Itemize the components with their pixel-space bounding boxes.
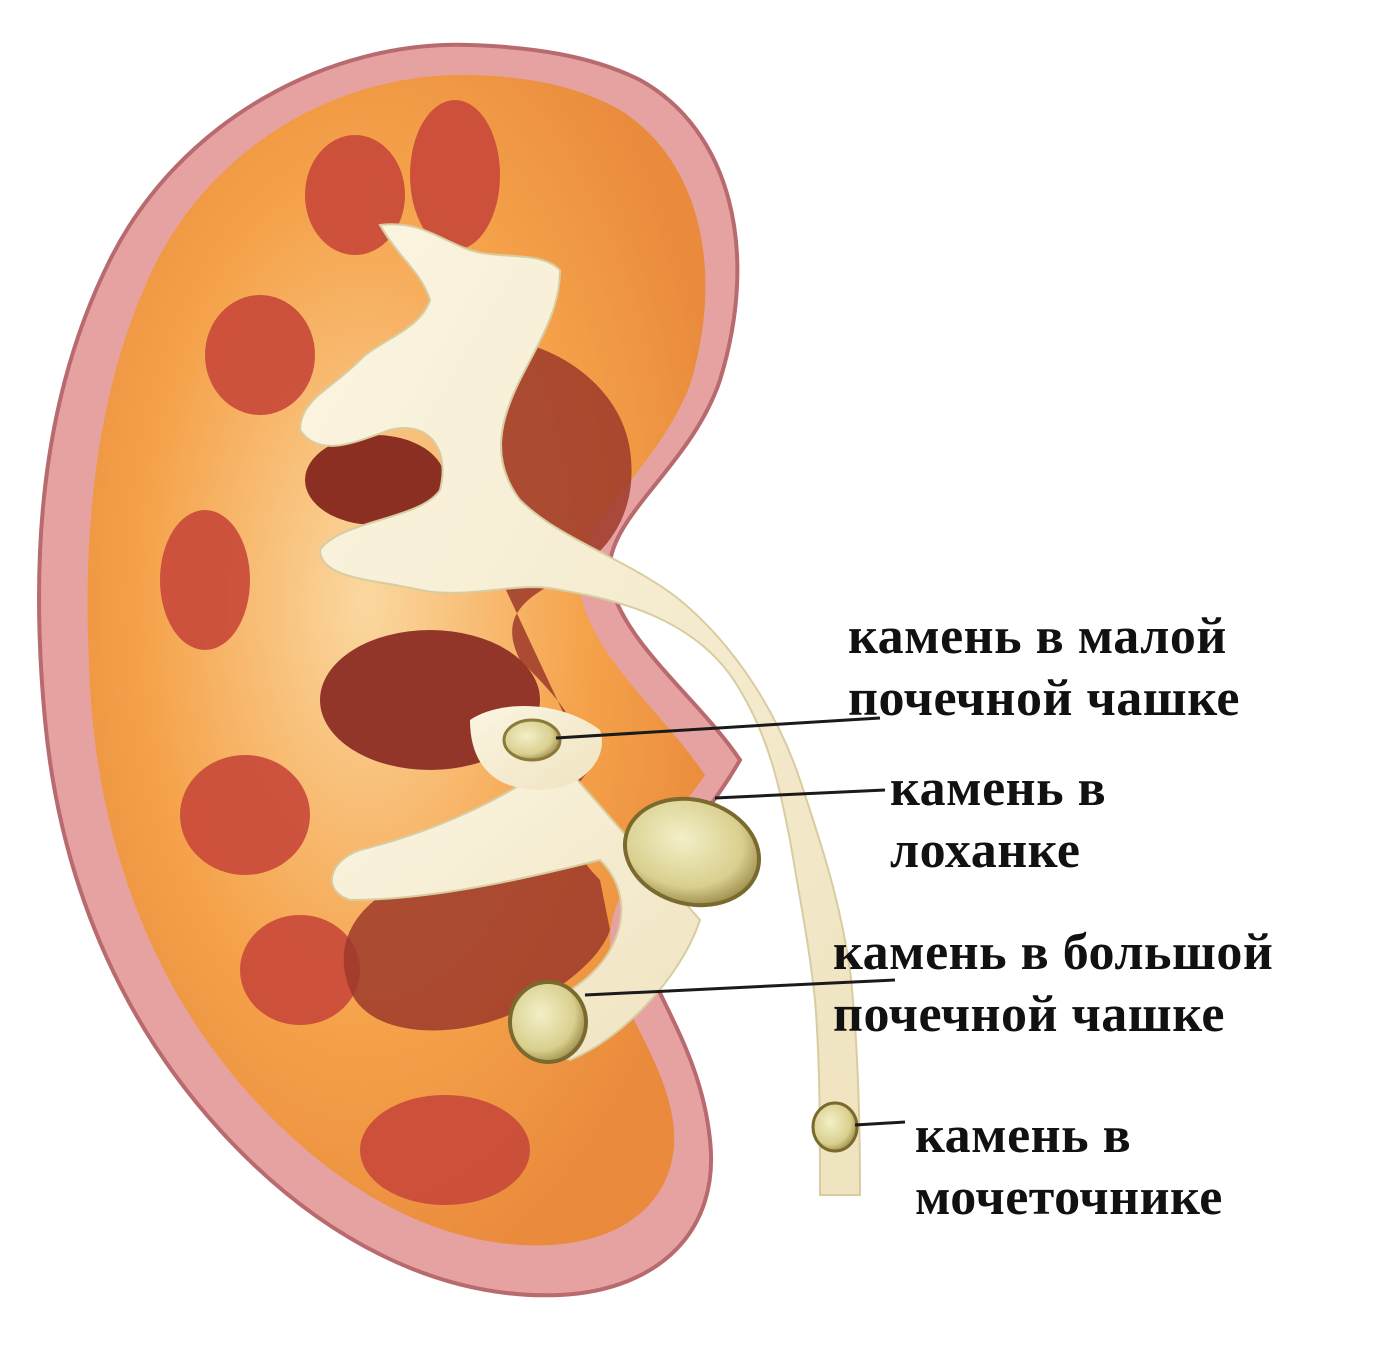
label-pelvis-line1: камень в — [890, 758, 1106, 820]
label-ureter: камень в мочеточнике — [915, 1105, 1223, 1229]
stone-ureter — [813, 1103, 857, 1151]
label-major-calyx: камень в большой почечной чашке — [833, 922, 1273, 1046]
label-pelvis-line2: лоханке — [890, 820, 1106, 882]
label-major-calyx-line1: камень в большой — [833, 922, 1273, 984]
label-minor-calyx-line1: камень в малой — [848, 606, 1240, 668]
label-minor-calyx-line2: почечной чашке — [848, 668, 1240, 730]
leader-ureter — [855, 1122, 905, 1125]
label-ureter-line2: мочеточнике — [915, 1167, 1223, 1229]
stone-major-calyx — [510, 982, 586, 1062]
label-major-calyx-line2: почечной чашке — [833, 984, 1273, 1046]
label-pelvis: камень в лоханке — [890, 758, 1106, 882]
stone-minor-calyx — [504, 720, 560, 760]
label-minor-calyx: камень в малой почечной чашке — [848, 606, 1240, 730]
label-ureter-line1: камень в — [915, 1105, 1223, 1167]
